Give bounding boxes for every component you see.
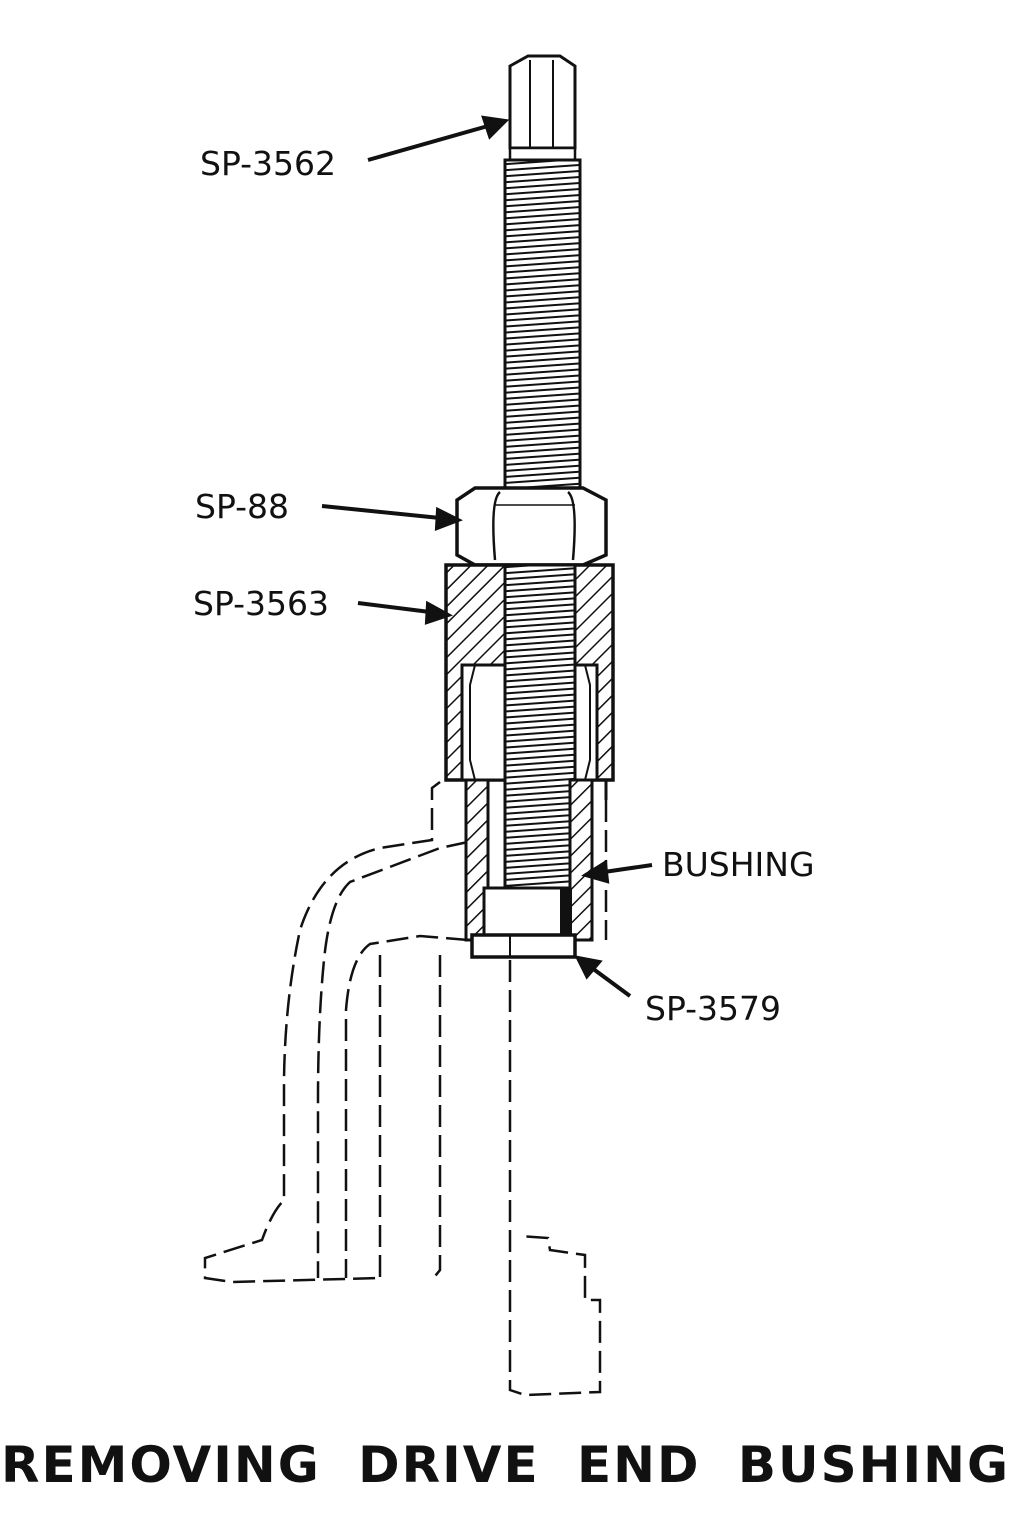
puller-cup xyxy=(470,886,577,959)
label-sp3563: SP-3563 xyxy=(193,584,329,623)
label-sp3579: SP-3579 xyxy=(645,989,781,1028)
label-bushing: BUSHING xyxy=(662,845,815,884)
figure-caption: REMOVING DRIVE END BUSHING xyxy=(0,1436,1010,1494)
threaded-shaft xyxy=(503,54,582,492)
label-sp88: SP-88 xyxy=(195,487,289,526)
housing-outline xyxy=(203,781,608,1397)
label-sp3562: SP-3562 xyxy=(200,144,336,183)
leader-arrows xyxy=(321,115,653,998)
shaft-lower xyxy=(503,563,577,892)
hex-nut xyxy=(455,486,608,567)
